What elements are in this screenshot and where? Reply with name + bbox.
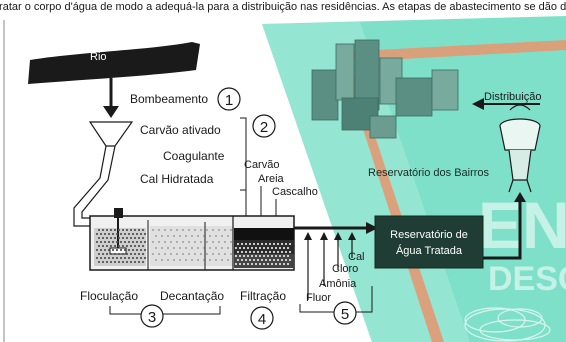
header-strip: [0, 0, 566, 14]
watermark-small: DESC: [488, 260, 566, 298]
reservatorio-bairros-label: Reservatório dos Bairros: [368, 167, 490, 179]
pipe-funnel-to-tank: [73, 145, 116, 227]
orange-frame: [338, 40, 566, 342]
bracket-3: [109, 306, 221, 315]
step-5-number: 5: [341, 306, 349, 323]
decantacao-label: Decantação: [160, 289, 224, 303]
cal-hidratada-label: Cal Hidratada: [140, 172, 214, 186]
filter-cascalho-layer: [234, 254, 294, 268]
fluor-label: Fluor: [306, 292, 331, 304]
river-label: Rio: [90, 51, 107, 63]
coagulante-label: Coagulante: [163, 149, 225, 163]
step-1-circle: [217, 87, 241, 111]
scribble-decoration: [464, 307, 551, 342]
bracket-2: [240, 117, 247, 191]
step-1-number: 1: [225, 92, 233, 109]
amonia-label: Amônia: [319, 278, 357, 290]
filter-carvao-layer: [234, 228, 294, 240]
pipe-to-tower-arrow: [514, 192, 526, 202]
cal-label: Cal: [348, 251, 365, 263]
river-shape: [28, 42, 200, 84]
bombeamento-label: Bombeamento: [130, 92, 208, 106]
step-4-circle: [250, 306, 274, 330]
step-3-number: 3: [148, 309, 156, 326]
distribuicao-label: Distribuição: [484, 91, 541, 103]
distribuicao-arrow-head: [472, 98, 484, 110]
areia-label: Areia: [258, 173, 285, 185]
pipe-to-tower: [483, 198, 522, 260]
step-2-circle: [252, 114, 276, 138]
texture-dots: [95, 228, 292, 266]
carvao-ativado-label: Carvão ativado: [140, 123, 221, 137]
step-5-circle: [333, 301, 357, 325]
chemical-arrow-heads: [304, 232, 356, 240]
stirrer-motor: [114, 208, 123, 218]
step-3-circle: [140, 304, 164, 328]
outflow-arrow-head: [366, 222, 378, 234]
water-tower: [499, 104, 541, 193]
reservatorio-agua-tratada: [374, 215, 484, 269]
filtracao-label: Filtração: [240, 289, 286, 303]
step-4-number: 4: [258, 311, 266, 328]
reservatorio-tratada-line-2: Água Tratada: [396, 244, 463, 257]
floculacao-label: Floculação: [80, 289, 138, 303]
pump-arrow-head: [103, 106, 119, 118]
reservatorio-tratada-line-1: Reservatório de: [390, 229, 468, 241]
bairros-buildings: [311, 39, 459, 139]
header-text: tratar o corpo d'água de modo a adequá-l…: [0, 1, 566, 13]
cascalho-label: Cascalho: [272, 186, 318, 198]
carvao-label: Carvão: [244, 159, 279, 171]
funnel: [88, 121, 134, 147]
cloro-label: Cloro: [332, 263, 358, 275]
step-2-number: 2: [260, 119, 268, 136]
